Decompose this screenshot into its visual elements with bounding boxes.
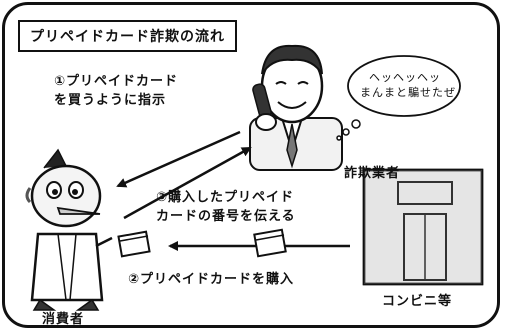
step3-label: ③購入したプリペイド カードの番号を伝える	[156, 190, 296, 224]
card-icon-consumer	[117, 230, 151, 258]
step2-label: ②プリペイドカードを購入	[128, 272, 295, 287]
step1-label: ①プリペイドカード を買うように指示	[54, 74, 179, 108]
page-title: プリペイドカード詐欺の流れ	[18, 20, 237, 52]
consumer-illustration	[25, 148, 113, 311]
speech-text: ヘッヘッヘッ まんまと騙せたぜ	[360, 71, 456, 99]
store-illustration	[362, 168, 484, 286]
scammer-label: 詐欺業者	[344, 166, 401, 181]
scammer-illustration	[249, 44, 343, 171]
consumer-label: 消費者	[42, 312, 85, 327]
store-label: コンビニ等	[382, 294, 453, 309]
card-icon-transfer	[253, 228, 287, 258]
arrow-step1	[116, 130, 241, 188]
diagram-frame	[2, 2, 500, 328]
arrow-step3	[123, 146, 252, 220]
speech-bubble	[336, 55, 461, 141]
